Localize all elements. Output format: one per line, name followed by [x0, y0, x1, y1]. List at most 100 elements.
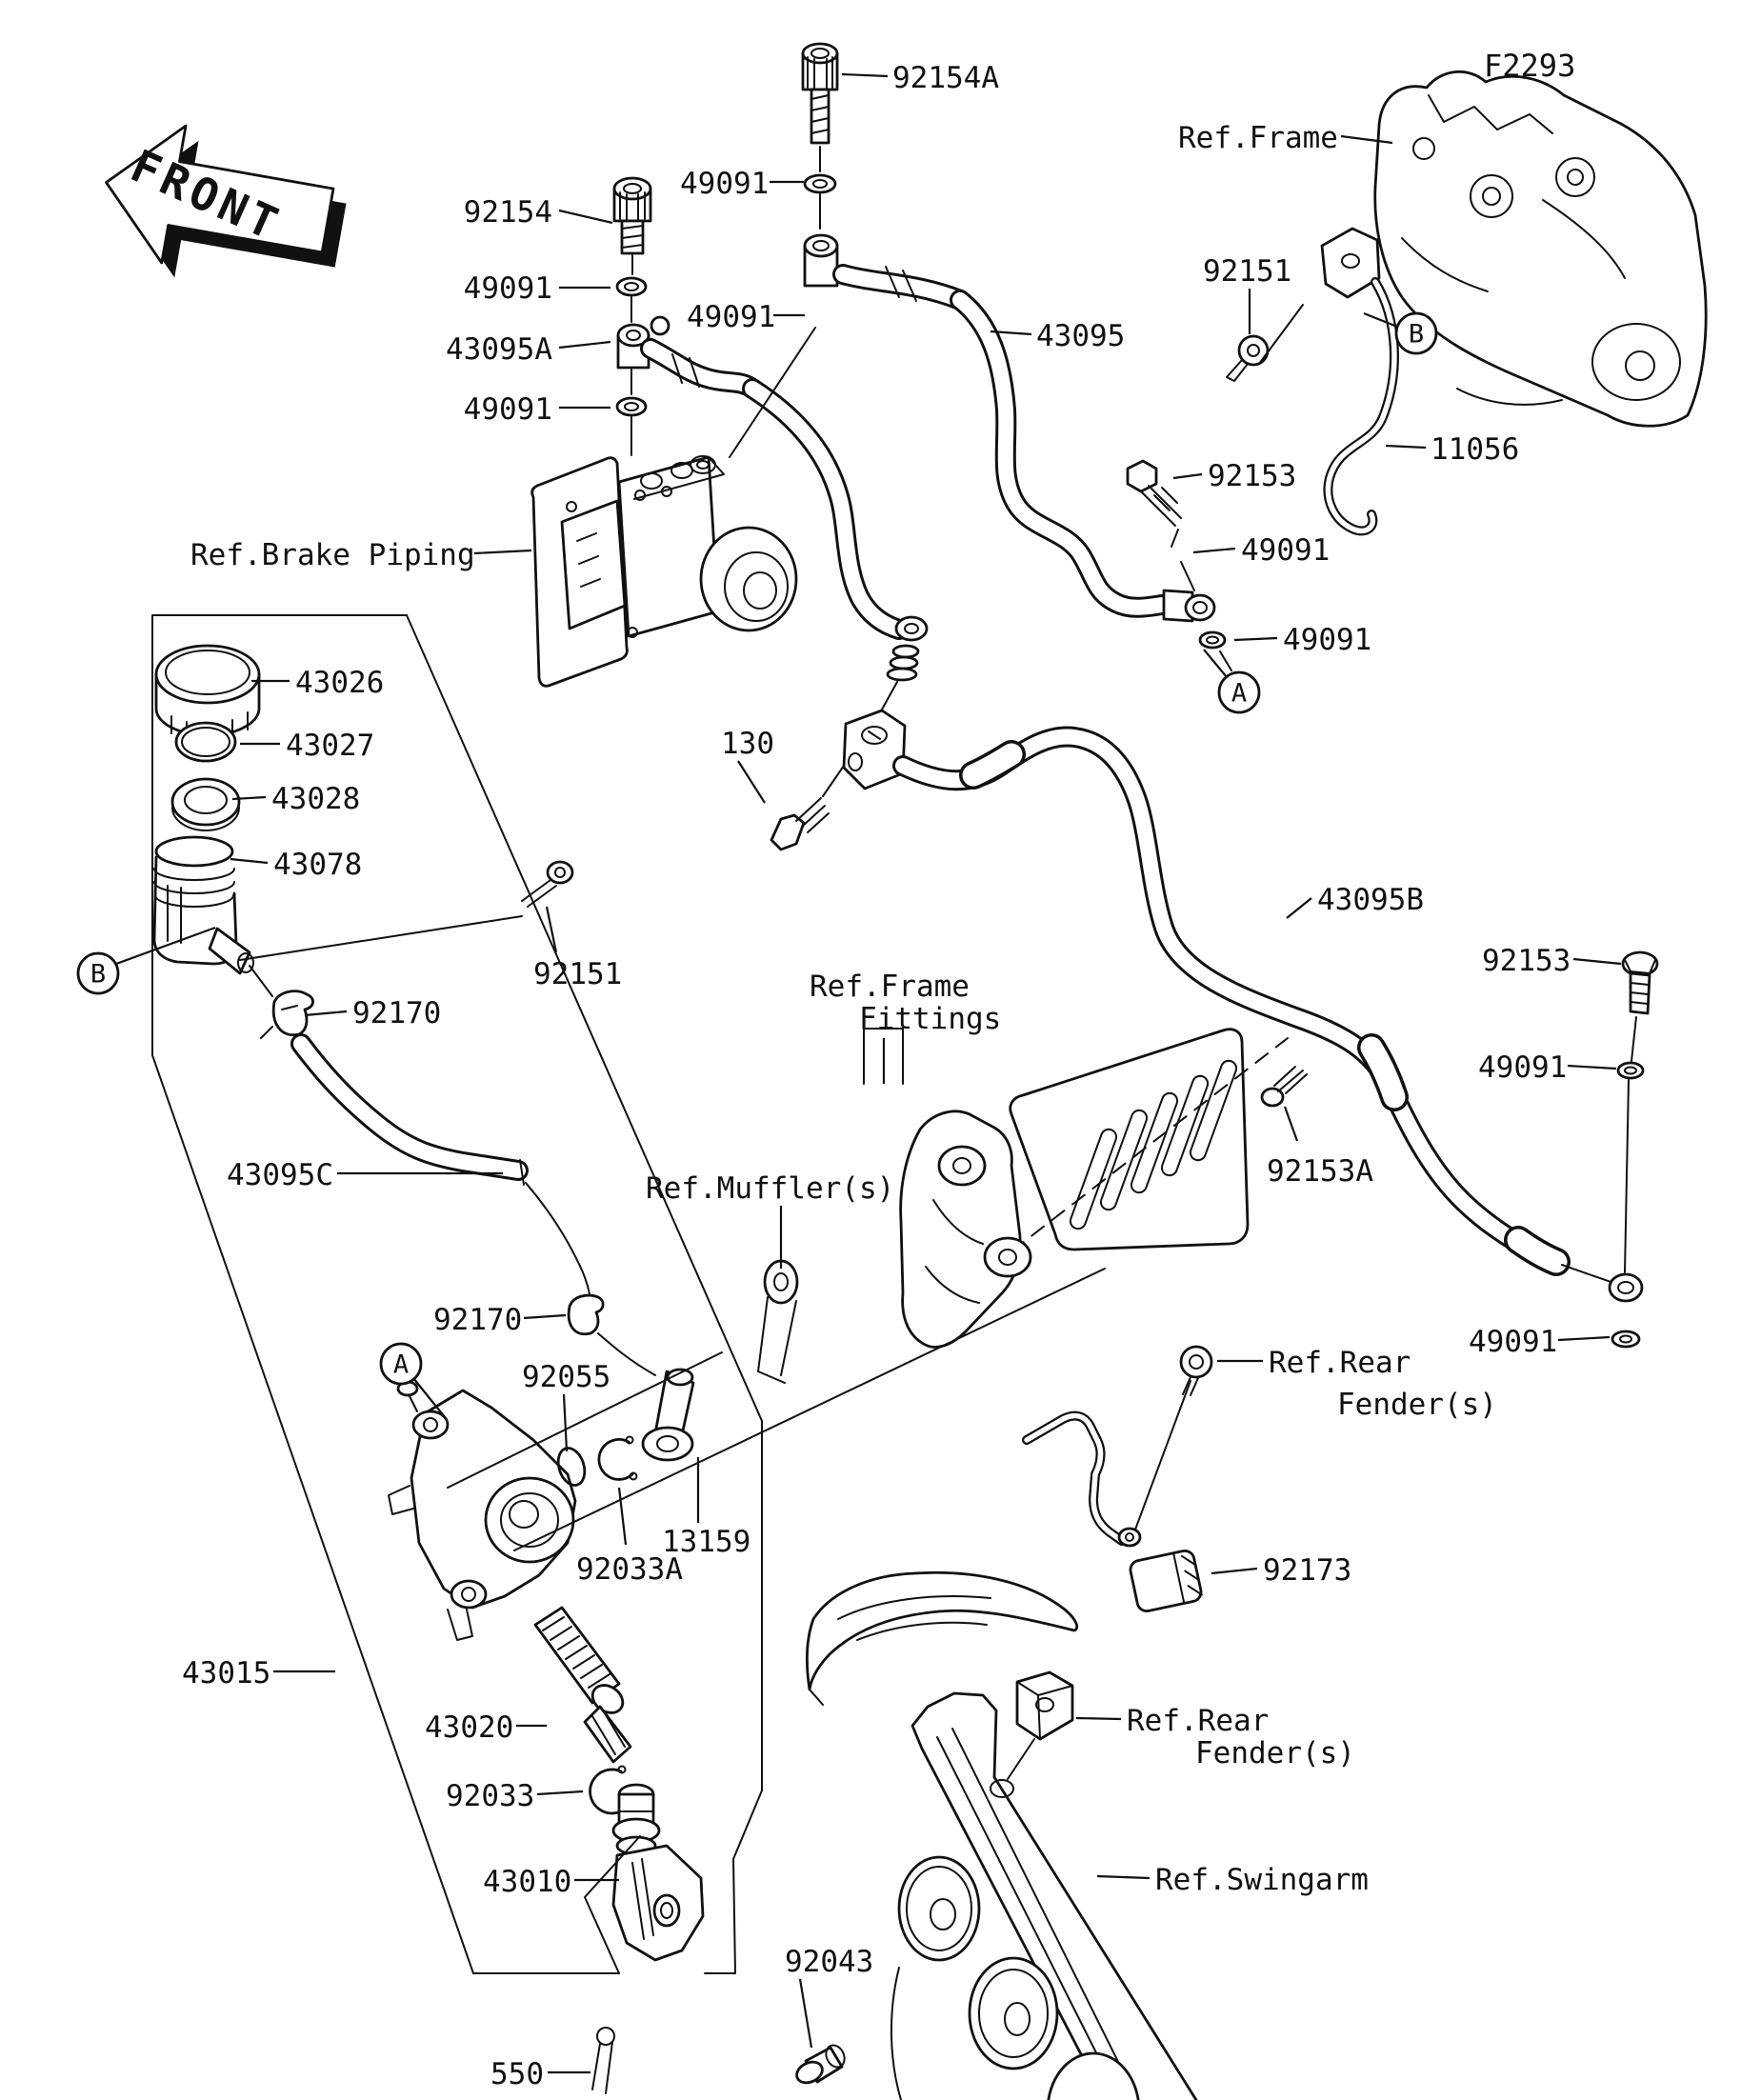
- leader-line: [1233, 636, 1278, 642]
- svg-text:B: B: [1409, 320, 1424, 350]
- callout-92151-top: 92151: [1203, 254, 1291, 334]
- callout-49091-br: 49091: [1469, 1325, 1611, 1359]
- part-label: Ref.Brake Piping: [190, 538, 475, 572]
- part-label: Ref.Rear: [1127, 1704, 1269, 1738]
- hose-43095-assembly: [801, 42, 1232, 671]
- callout-43095c: 43095C: [227, 1158, 503, 1192]
- part-label: Ref.Swingarm: [1155, 1863, 1369, 1897]
- callout-92153-a: 92153: [1172, 459, 1296, 493]
- callout-49091-top: 49091: [680, 167, 804, 201]
- alignment-lines: [239, 915, 1106, 1551]
- callout-49091-c: 49091: [687, 300, 805, 334]
- callout-92033a: 92033A: [576, 1487, 683, 1587]
- frame-fittings-locator: [863, 1028, 904, 1085]
- part-label: 92153: [1482, 944, 1571, 978]
- part-label: 92033A: [576, 1552, 683, 1587]
- part-label: 92151: [533, 957, 622, 991]
- front-arrow: FRONT: [105, 124, 347, 278]
- junction-block-and-bolt-130: [770, 709, 907, 851]
- leader-line: [798, 1978, 813, 2049]
- part-label: 43095C: [227, 1158, 333, 1192]
- part-label: 92151: [1203, 254, 1291, 289]
- callout-ref-frame: Ref.Frame: [1178, 121, 1393, 155]
- clevis-43010: [611, 1783, 705, 1962]
- bolt-92153-right: [1616, 950, 1659, 1273]
- leader-line: [1572, 957, 1622, 966]
- bracket-11056: [1320, 227, 1399, 536]
- part-label: 49091: [1283, 623, 1371, 657]
- callout-49091-rr: 49091: [1478, 1050, 1617, 1085]
- leader-line: [737, 760, 766, 804]
- callout-43095: 43095: [990, 319, 1125, 353]
- leader-line: [1340, 134, 1393, 145]
- bolt-92153a-icon: [1260, 1066, 1308, 1108]
- leader-line: [1385, 444, 1427, 450]
- leader-line: [1286, 897, 1312, 919]
- part-label: 92154A: [892, 61, 999, 95]
- footpeg-bracket: [757, 1110, 1032, 1384]
- master-cylinder-body: [388, 1380, 577, 1641]
- part-label: 92173: [1263, 1553, 1351, 1588]
- callout-layer: 92154A 49091 92154 49091 43095A 49091 49091 430…: [182, 61, 1622, 2091]
- part-label: 43027: [286, 729, 374, 763]
- part-label: 43095: [1036, 319, 1125, 353]
- leader-line: [473, 549, 532, 555]
- part-label: 43020: [425, 1710, 513, 1745]
- callout-43028: 43028: [231, 782, 360, 816]
- connection-marker-a: A: [1203, 649, 1261, 714]
- callout-92153a: 92153A: [1267, 1106, 1373, 1189]
- callout-92033: 92033: [446, 1779, 584, 1813]
- leader-line: [1075, 1716, 1122, 1721]
- abs-unit: [530, 327, 816, 688]
- part-label: 92043: [785, 1945, 873, 1979]
- reservoir-assembly: [152, 644, 656, 1376]
- part-label: 92170: [433, 1303, 522, 1337]
- svg-text:A: A: [1231, 679, 1247, 709]
- part-label: 49091: [464, 271, 552, 306]
- part-label: 92154: [464, 195, 552, 230]
- callout-49091-l1: 49091: [464, 271, 610, 306]
- leader-line: [841, 72, 889, 78]
- connection-marker-b: B: [1363, 311, 1438, 355]
- callout-43015: 43015: [182, 1656, 335, 1690]
- screw-92151-left: [521, 860, 574, 908]
- bolt-92153-upper: [1126, 459, 1182, 548]
- callout-49091-r2: 49091: [1233, 623, 1371, 657]
- elbow-13159: [641, 1368, 695, 1462]
- callout-92154: 92154: [464, 195, 613, 230]
- leader-line: [990, 330, 1032, 336]
- leader-line: [230, 857, 269, 865]
- callout-13159: 13159: [662, 1457, 750, 1559]
- part-label: 49091: [680, 167, 769, 201]
- callout-ref-swingarm: Ref.Swingarm: [1096, 1863, 1369, 1897]
- part-label: 550: [490, 2057, 544, 2091]
- callout-43095b: 43095B: [1286, 883, 1424, 919]
- frame-bracket: [1373, 70, 1708, 428]
- callout-92173: 92173: [1211, 1553, 1351, 1588]
- callout-ref-mufflers: Ref.Muffler(s): [646, 1171, 894, 1269]
- part-label: 43015: [182, 1656, 270, 1690]
- part-label: 49091: [1469, 1325, 1557, 1359]
- part-label: 92153: [1208, 459, 1296, 493]
- bolt-92043: [795, 2044, 846, 2085]
- part-label: 92055: [522, 1360, 610, 1394]
- part-label: 49091: [1478, 1050, 1567, 1085]
- leader-line: [231, 795, 267, 801]
- callout-92153-b: 92153: [1482, 944, 1622, 978]
- callout-92170-b: 92170: [433, 1303, 567, 1337]
- leader-line: [1283, 1106, 1299, 1142]
- rear-fender-parts: [805, 1345, 1213, 1706]
- leader-line: [536, 1790, 584, 1796]
- bolt-92151-top: [1226, 304, 1304, 382]
- leader-line: [558, 209, 613, 225]
- svg-text:A: A: [393, 1350, 409, 1380]
- part-label: 92033: [446, 1779, 534, 1813]
- part-label: 49091: [687, 300, 775, 334]
- connection-marker-a: A: [379, 1342, 446, 1418]
- hose-43095b-assembly: [892, 726, 1644, 1349]
- part-label: 43010: [483, 1865, 571, 1899]
